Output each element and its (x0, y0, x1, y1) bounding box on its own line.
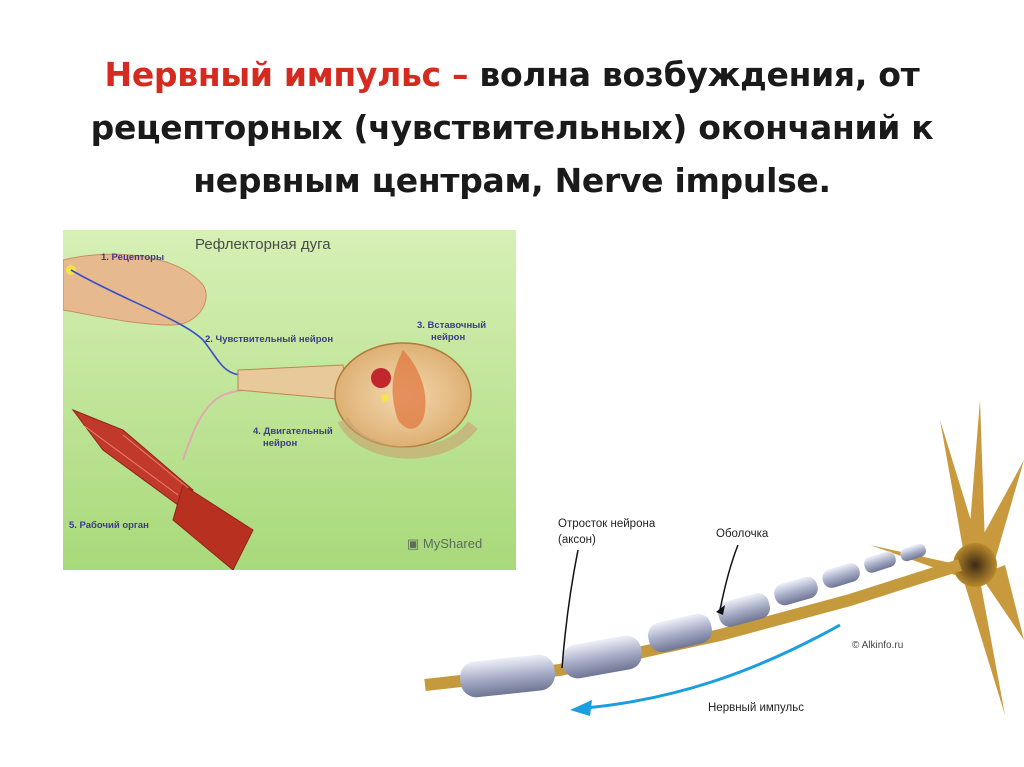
title-line3: нервным центрам, Nerve impulse. (193, 161, 831, 200)
credit-alkinfo: © Alkinfo.ru (852, 640, 903, 651)
label-motor-neuron-1: 4. Двигательный (253, 426, 333, 437)
impulse-arrow-head (570, 700, 592, 716)
title-line1-rest: волна возбуждения, от (468, 55, 919, 94)
receptor-dot (66, 265, 76, 275)
label-interneuron-2: нейрон (431, 332, 465, 343)
label-motor-neuron-2: нейрон (263, 438, 297, 449)
watermark-icon: ▣ (407, 536, 419, 551)
interneuron-dot (371, 368, 391, 388)
myelin-segments (458, 542, 927, 699)
label-axon-1: Отросток нейрона (558, 518, 655, 530)
label-interneuron-1: 3. Вставочный (417, 320, 486, 331)
label-sensory-neuron: 2. Чувствительный нейрон (205, 334, 333, 345)
label-nerve-impulse: Нервный импульс (708, 702, 804, 714)
slide-title: Нервный импульс – волна возбуждения, от … (40, 48, 984, 207)
label-working-organ: 5. Рабочий орган (69, 520, 149, 531)
label-axon-2: (аксон) (558, 534, 596, 546)
synapse-dot (381, 394, 389, 402)
axon-figure: Отросток нейрона (аксон) Оболочка Нервны… (420, 400, 1024, 767)
title-line2: рецепторных (чувствительных) окончаний к (91, 108, 934, 147)
label-receptors: 1. Рецепторы (101, 252, 164, 263)
reflex-arc-title: Рефлекторная дуга (195, 236, 331, 253)
label-sheath: Оболочка (716, 528, 768, 540)
title-accent: Нервный импульс – (105, 55, 469, 94)
